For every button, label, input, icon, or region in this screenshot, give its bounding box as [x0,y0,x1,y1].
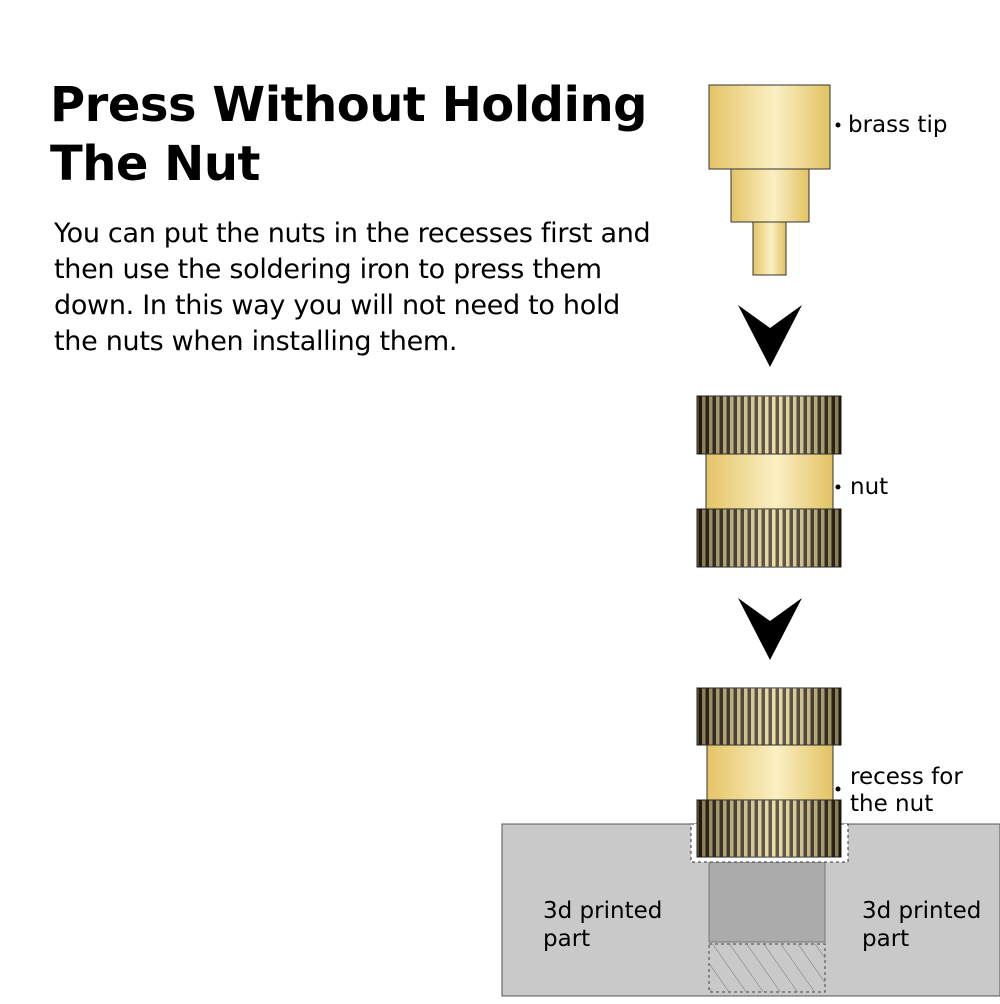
brass-tip [708,84,831,276]
down-arrow-1 [738,305,802,367]
page-title: Press Without Holding The Nut [50,76,650,194]
title-line-2: The Nut [50,136,260,192]
nut-in-recess [696,687,842,858]
title-line-1: Press Without Holding [50,77,648,133]
recess-dot [835,786,841,792]
nut-dot [835,484,841,490]
description-text: You can put the nuts in the recesses fir… [54,218,651,357]
nut-label: nut [850,474,888,500]
part-right-label-line-2: part [862,926,909,952]
recess-label-line-2: the nut [850,791,933,817]
nut [696,395,842,568]
part-left-label-line-1: 3d printed [543,898,662,924]
printed-part [501,823,1000,997]
part-right-label-line-1: 3d printed [862,898,981,924]
brass-tip-label: brass tip [848,112,947,138]
down-arrow-2 [738,598,802,660]
part-left-label-line-2: part [543,926,590,952]
recess-label-line-1: recess for [850,764,963,790]
brass-tip-dot [835,122,841,128]
